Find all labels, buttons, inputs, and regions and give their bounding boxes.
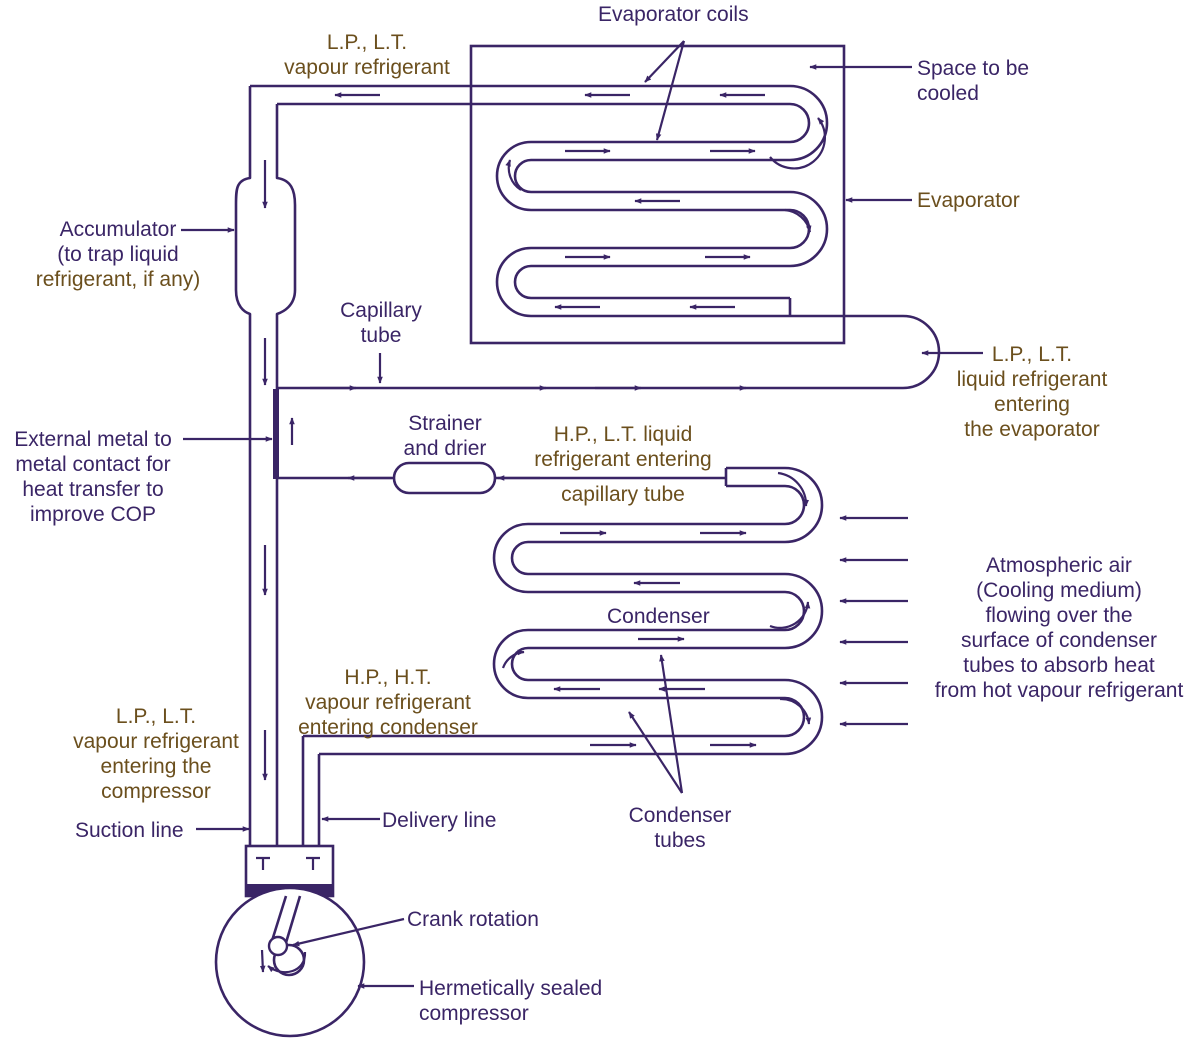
label-lp-lt-vapour-entering-compressor: L.P., L.T. vapour refrigerant entering t…	[73, 705, 239, 803]
label-atmospheric-air: Atmospheric air (Cooling medium) flowing…	[934, 554, 1184, 702]
heat-exchange-bar	[273, 389, 279, 479]
label-lp-lt-vapour-refrigerant: L.P., L.T. vapour refrigerant	[284, 31, 450, 79]
label-hp-ht-vapour-refrigerant: H.P., H.T. vapour refrigerant entering c…	[298, 666, 478, 739]
suction-line	[234, 86, 297, 846]
evaporator-flow-arrows	[334, 92, 826, 310]
capillary-flow-arrows	[310, 353, 747, 391]
label-external-metal-contact: External metal to metal contact for heat…	[14, 428, 172, 526]
label-crank-rotation: Crank rotation	[407, 908, 539, 931]
atmospheric-air-arrows	[839, 515, 908, 727]
strainer-and-drier	[392, 461, 497, 495]
label-delivery-line: Delivery line	[382, 809, 497, 832]
label-hp-lt-liquid-refrigerant: H.P., L.T. liquid refrigerant entering c…	[534, 423, 712, 506]
label-space-to-be-cooled: Space to be cooled	[917, 57, 1030, 105]
compressor	[214, 844, 366, 1038]
leader-lines	[181, 40, 983, 989]
label-accumulator: Accumulator (to trap liquid refrigerant,…	[35, 218, 201, 291]
label-condenser-tubes: Condenser tubes	[628, 804, 732, 852]
label-lp-lt-liquid-refrigerant: L.P., L.T. liquid refrigerant entering t…	[956, 343, 1108, 441]
label-suction-line: Suction line	[75, 819, 184, 842]
label-strainer-and-drier: Strainer and drier	[403, 412, 487, 460]
label-hermetically-sealed-compressor: Hermetically sealed compressor	[419, 977, 603, 1025]
delivery-line	[301, 736, 321, 846]
label-capillary-tube: Capillary tube	[340, 299, 422, 347]
condenser-coil	[303, 466, 824, 756]
label-condenser: Condenser	[607, 605, 710, 628]
evaporator-box	[469, 44, 846, 345]
evaporator-coil	[250, 84, 829, 318]
label-evaporator: Evaporator	[917, 189, 1020, 212]
label-evaporator-coils: Evaporator coils	[598, 3, 749, 26]
